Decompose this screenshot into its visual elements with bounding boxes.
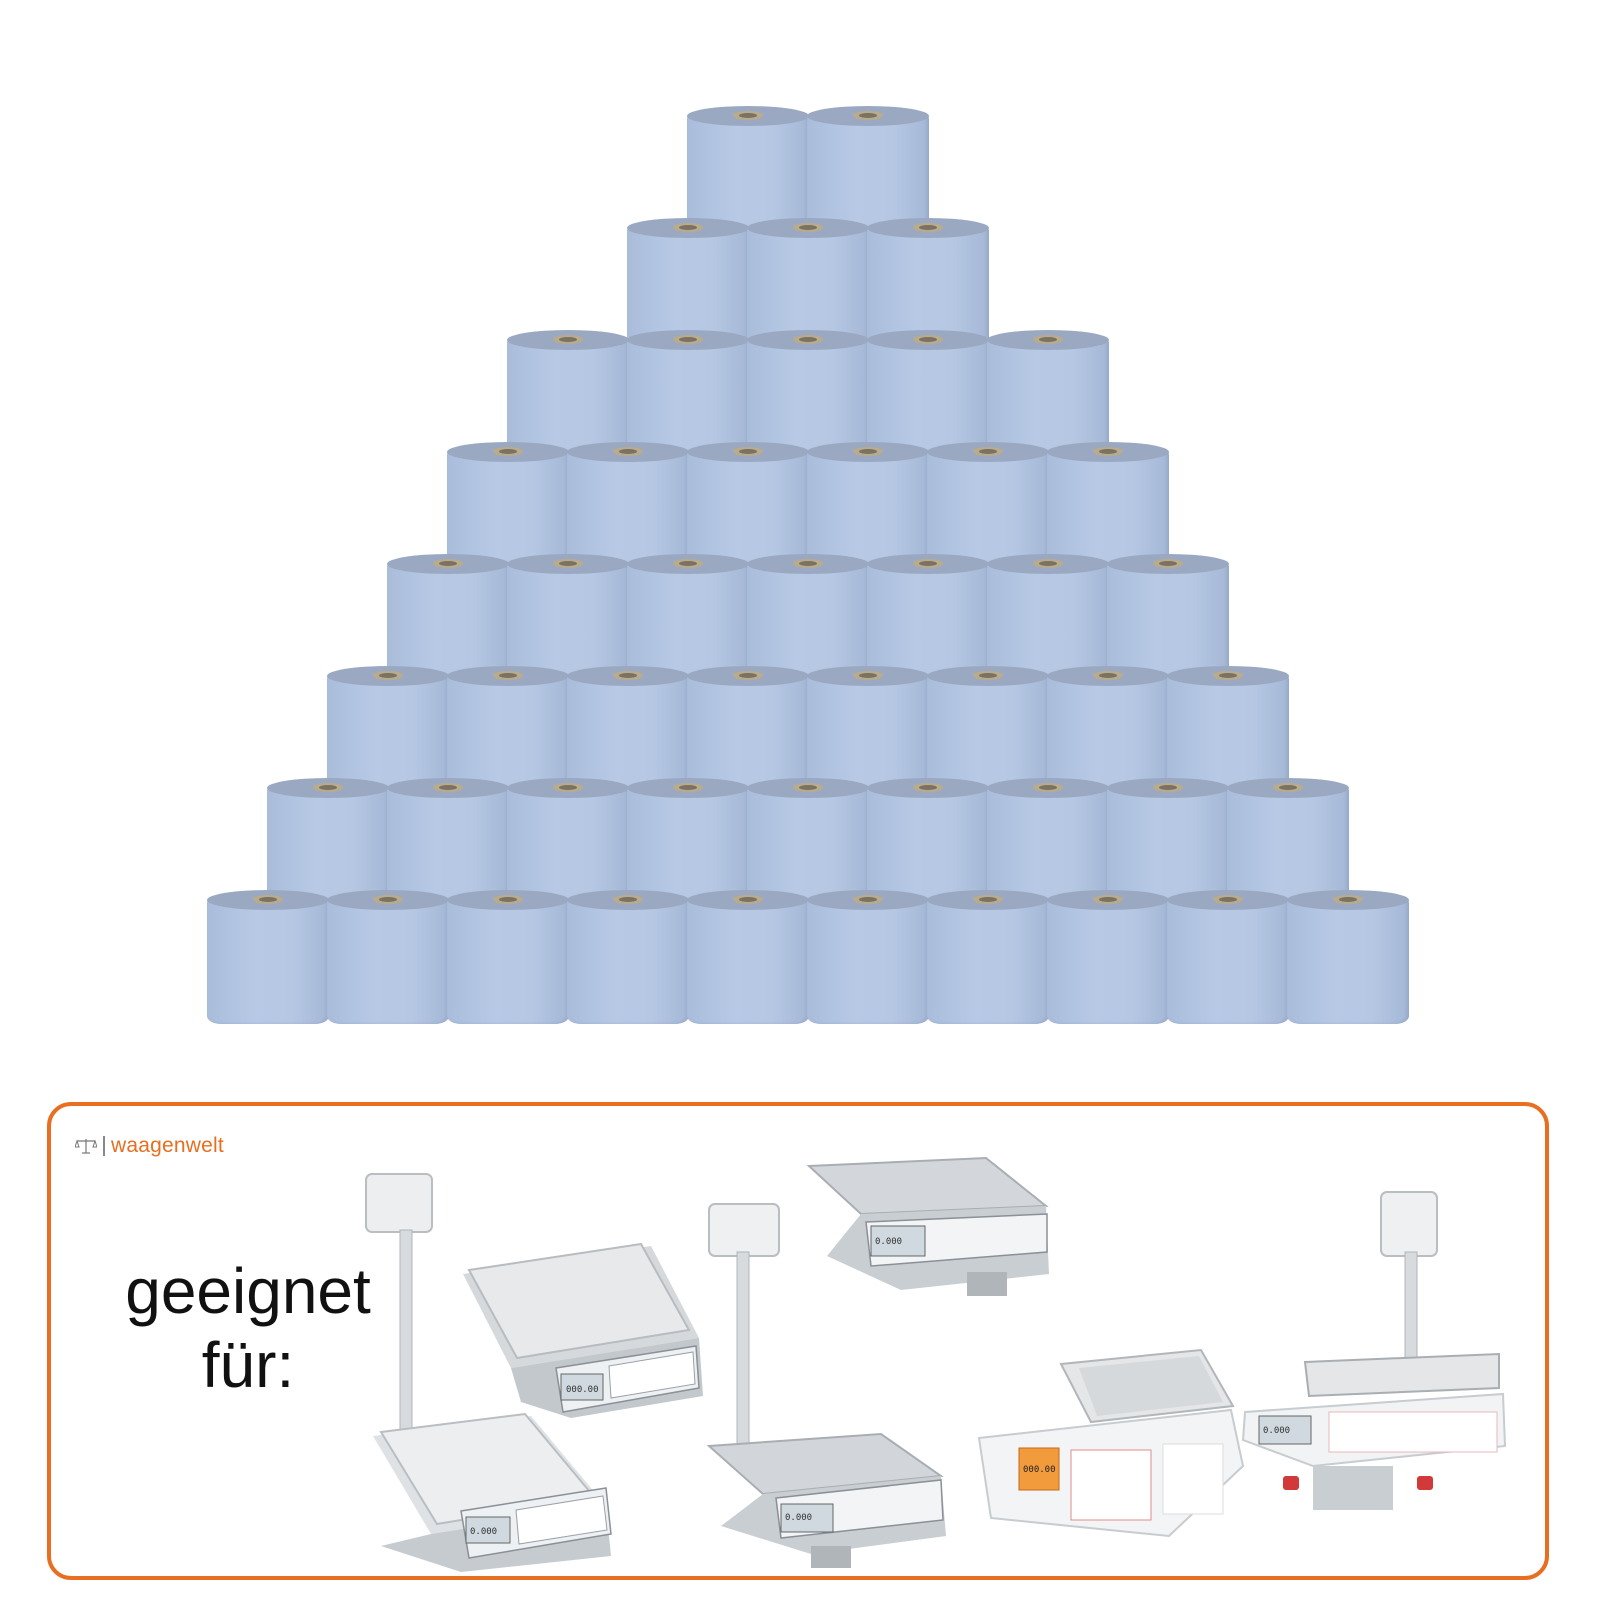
paper-roll	[687, 666, 809, 802]
scale-1: 000.00	[463, 1242, 703, 1418]
scale-5-display: 000.00	[1023, 1465, 1056, 1475]
scale-2: 0.000	[365, 1173, 612, 1572]
caption-line-2: für:	[201, 1329, 295, 1401]
scale-5: 000.00	[977, 1348, 1245, 1538]
scale-3: 0.000	[706, 1203, 946, 1568]
logo-separator	[103, 1136, 105, 1156]
caption-line-1: geeignet	[125, 1255, 371, 1327]
paper-roll	[447, 890, 569, 1026]
paper-roll	[1047, 890, 1169, 1026]
scale-4-display: 0.000	[875, 1237, 902, 1247]
scale-6-display: 0.000	[1263, 1426, 1290, 1436]
paper-roll	[1287, 890, 1409, 1026]
paper-roll	[207, 890, 329, 1026]
paper-roll	[687, 890, 809, 1026]
suitable-for-caption: geeignet für:	[93, 1254, 403, 1402]
scale-illustrations: 000.00 0.000 0.000	[365, 1156, 1507, 1572]
scale-3-display: 0.000	[785, 1513, 812, 1523]
scale-2-display: 0.000	[470, 1527, 497, 1537]
scale-1-display: 000.00	[566, 1385, 599, 1395]
brand-name: waagenwelt	[111, 1134, 224, 1157]
brand-logo: waagenwelt	[75, 1134, 224, 1158]
scale-6: 0.000	[1241, 1191, 1507, 1510]
paper-roll	[327, 890, 449, 1026]
scale-4: 0.000	[806, 1156, 1049, 1296]
paper-roll	[1167, 890, 1289, 1026]
paper-roll-pyramid	[207, 106, 1409, 1026]
scale-icon	[75, 1139, 97, 1154]
compatibility-panel: waagenwelt geeignet für: 000.00 0.000	[47, 1102, 1549, 1580]
paper-roll	[927, 890, 1049, 1026]
paper-roll	[807, 890, 929, 1026]
paper-roll	[567, 890, 689, 1026]
